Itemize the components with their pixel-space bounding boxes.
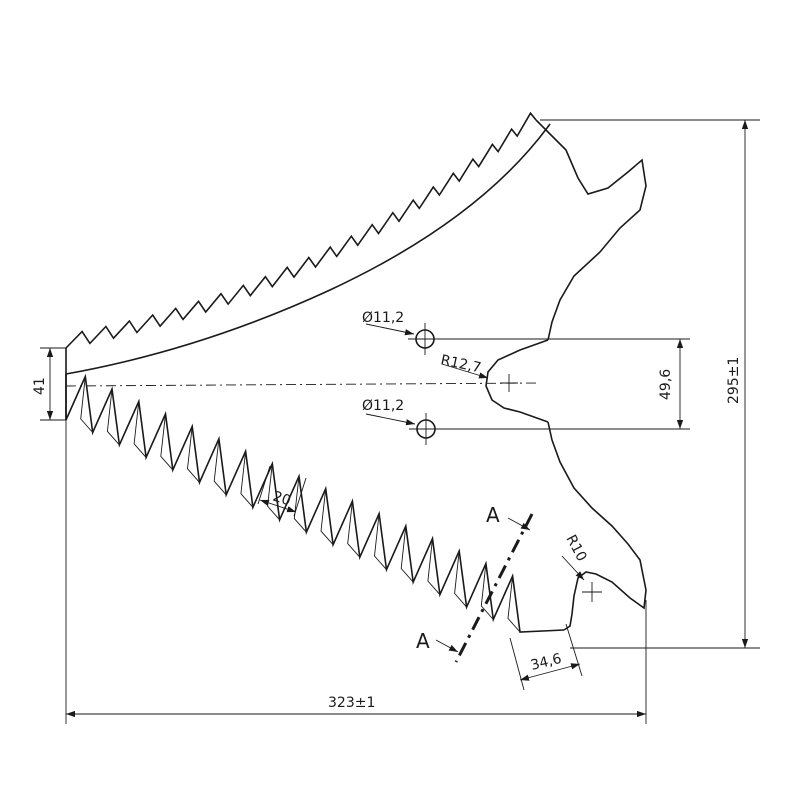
label-overall-height: 295±1 [726, 357, 742, 404]
dim-overall-width [65, 420, 647, 724]
dim-overall-height [540, 119, 760, 649]
tooth-facet [507, 575, 521, 633]
label-tip-width: 34,6 [529, 651, 563, 674]
tooth-facet [400, 526, 414, 583]
label-tooth-pitch: 20 [271, 489, 293, 510]
dim-back-height [40, 347, 66, 421]
labels: Ø11,2 Ø11,2 R12,7 R10 41 49,6 295±1 323±… [32, 310, 742, 711]
tooth-facet [240, 451, 254, 508]
leader-tip-radius [561, 555, 585, 581]
tooth-facet [160, 413, 174, 471]
section-cut-line [454, 513, 534, 663]
leaders [365, 323, 585, 581]
dim-hole-spacing [434, 338, 690, 430]
label-hole-spacing: 49,6 [658, 369, 674, 400]
tooth-facet [213, 438, 227, 496]
label-notch-radius: R12,7 [439, 352, 482, 376]
label-overall-width: 323±1 [328, 695, 375, 711]
label-hole-upper: Ø11,2 [362, 310, 404, 326]
label-tip-radius: R10 [562, 532, 589, 564]
label-section-top: A [486, 503, 500, 527]
tooth-facet [480, 563, 494, 620]
center-notch [485, 339, 549, 423]
tooth-facet [187, 426, 200, 483]
section-arrow-top [507, 517, 531, 531]
mounting-holes [408, 323, 602, 602]
tooth-facet [106, 388, 120, 446]
label-hole-lower: Ø11,2 [362, 398, 404, 414]
section-arrow-bottom [435, 639, 459, 653]
tooth-facet [347, 501, 361, 558]
leader-hole-lower [365, 413, 416, 426]
dim-tooth-pitch [257, 465, 307, 517]
leader-notch-radius [441, 363, 489, 379]
blade-outline [65, 111, 647, 633]
tooth-facet [427, 538, 441, 595]
dim-tip-width [509, 623, 583, 691]
tooth-facets [80, 376, 521, 633]
label-section-bottom: A [416, 629, 430, 653]
section-line-a-a [435, 513, 534, 663]
tooth-facet [293, 476, 307, 533]
tooth-facet [454, 551, 467, 608]
upper-serration [65, 111, 537, 349]
tooth-facet [133, 401, 147, 458]
upper-inner-curve [65, 123, 551, 375]
center-line [65, 382, 541, 387]
tooth-facet [320, 488, 334, 545]
label-back-height: 41 [32, 377, 48, 395]
leader-hole-upper [365, 323, 415, 336]
tooth-facet [80, 376, 94, 433]
tooth-facet [374, 513, 387, 570]
